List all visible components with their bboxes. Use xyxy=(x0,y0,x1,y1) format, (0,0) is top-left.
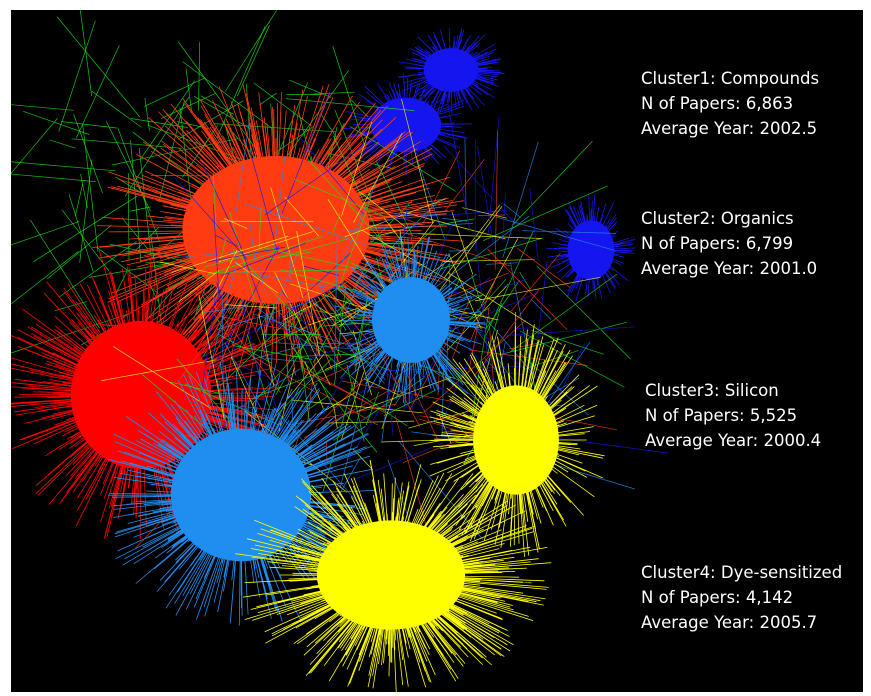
cluster1-label: Cluster1: Compounds N of Papers: 6,863 A… xyxy=(641,66,819,141)
cluster1-node-cloud-c xyxy=(546,193,636,302)
cluster1-name: Cluster1: Compounds xyxy=(641,69,820,88)
cluster4-label: Cluster4: Dye-sensitized N of Papers: 4,… xyxy=(641,560,842,635)
cluster3-papers: N of Papers: 5,525 xyxy=(645,406,798,425)
cluster2-papers: N of Papers: 6,799 xyxy=(641,234,794,253)
cluster2-year: Average Year: 2001.0 xyxy=(641,259,818,278)
cluster2-node-cloud xyxy=(92,83,465,382)
cluster3-label: Cluster3: Silicon N of Papers: 5,525 Ave… xyxy=(645,378,821,453)
cluster3-node-cloud xyxy=(108,361,377,626)
cluster3-node-cloud-b xyxy=(334,233,487,407)
cluster3-name: Cluster3: Silicon xyxy=(645,381,779,400)
cluster4-papers: N of Papers: 4,142 xyxy=(641,588,794,607)
cluster4-node-cloud xyxy=(235,460,552,692)
cluster1-papers: N of Papers: 6,863 xyxy=(641,94,794,113)
cluster4-name: Cluster4: Dye-sensitized xyxy=(641,563,843,582)
network-visualization: Cluster1: Compounds N of Papers: 6,863 A… xyxy=(11,10,863,692)
cluster3-year: Average Year: 2000.4 xyxy=(645,431,822,450)
cluster1-year: Average Year: 2002.5 xyxy=(641,119,818,138)
cluster1-node-cloud-b xyxy=(342,72,473,176)
citation-network-graph xyxy=(11,10,669,692)
cluster2-label: Cluster2: Organics N of Papers: 6,799 Av… xyxy=(641,206,817,281)
cluster1-node-cloud xyxy=(397,27,505,115)
cluster2-name: Cluster2: Organics xyxy=(641,209,794,228)
cluster4-node-cloud-b xyxy=(429,324,605,557)
cluster4-year: Average Year: 2005.7 xyxy=(641,613,818,632)
